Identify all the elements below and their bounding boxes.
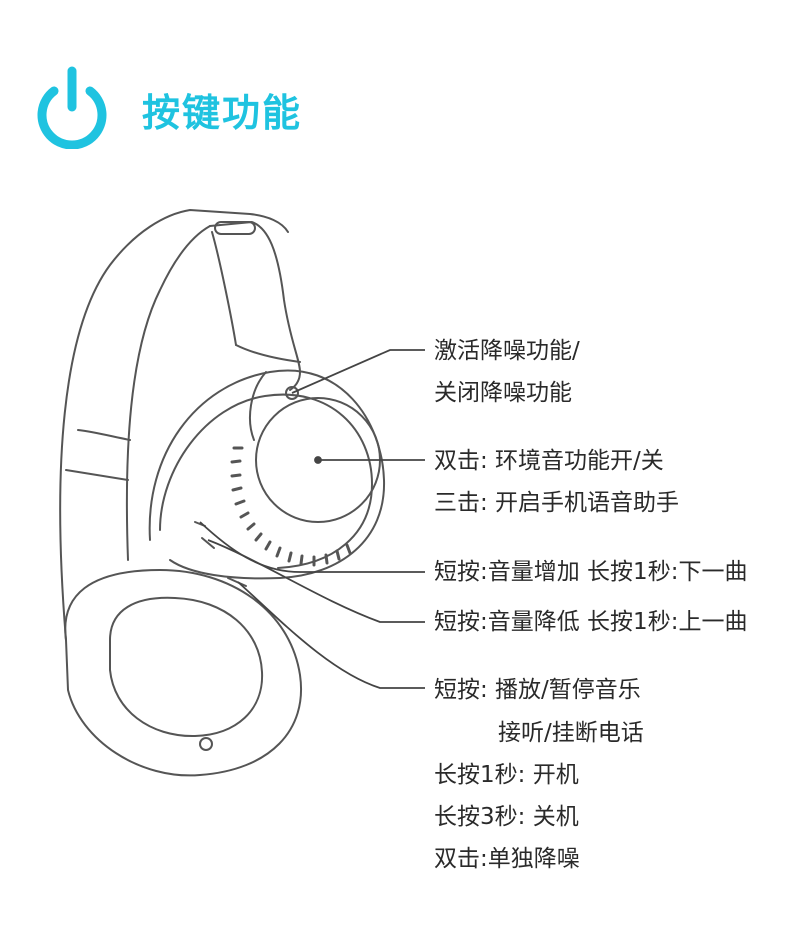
touch-label-line1: 双击: 环境音功能开/关 <box>434 448 664 474</box>
mfb-label-line2: 接听/挂断电话 <box>498 720 644 746</box>
headband <box>59 209 289 641</box>
nc-button-shape <box>285 386 299 400</box>
nc-label-line1: 激活降噪功能/ <box>434 338 580 364</box>
page-header: 按键功能 <box>0 0 790 170</box>
nc-label-line2: 关闭降噪功能 <box>434 380 572 406</box>
vent-ring <box>230 446 352 567</box>
page-title: 按键功能 <box>142 91 303 135</box>
volume-up-label: 短按:音量增加 长按1秒:下一曲 <box>434 559 748 585</box>
port <box>199 737 213 751</box>
ear-cushion <box>64 569 303 777</box>
headband-inner <box>125 225 211 561</box>
yoke <box>209 221 301 391</box>
volume-down-label: 短按:音量降低 长按1秒:上一曲 <box>434 609 748 635</box>
mfb-label-line5: 双击:单独降噪 <box>434 846 580 872</box>
leader-lines <box>199 349 425 689</box>
power-icon <box>37 66 107 149</box>
mfb-label-line4: 长按3秒: 关机 <box>434 804 579 830</box>
ear-cup-shell <box>148 369 386 580</box>
mfb-label-line3: 长按1秒: 开机 <box>434 762 579 788</box>
mfb-label-line1: 短按: 播放/暂停音乐 <box>434 677 641 703</box>
touch-label-line2: 三击: 开启手机语音助手 <box>434 490 680 516</box>
